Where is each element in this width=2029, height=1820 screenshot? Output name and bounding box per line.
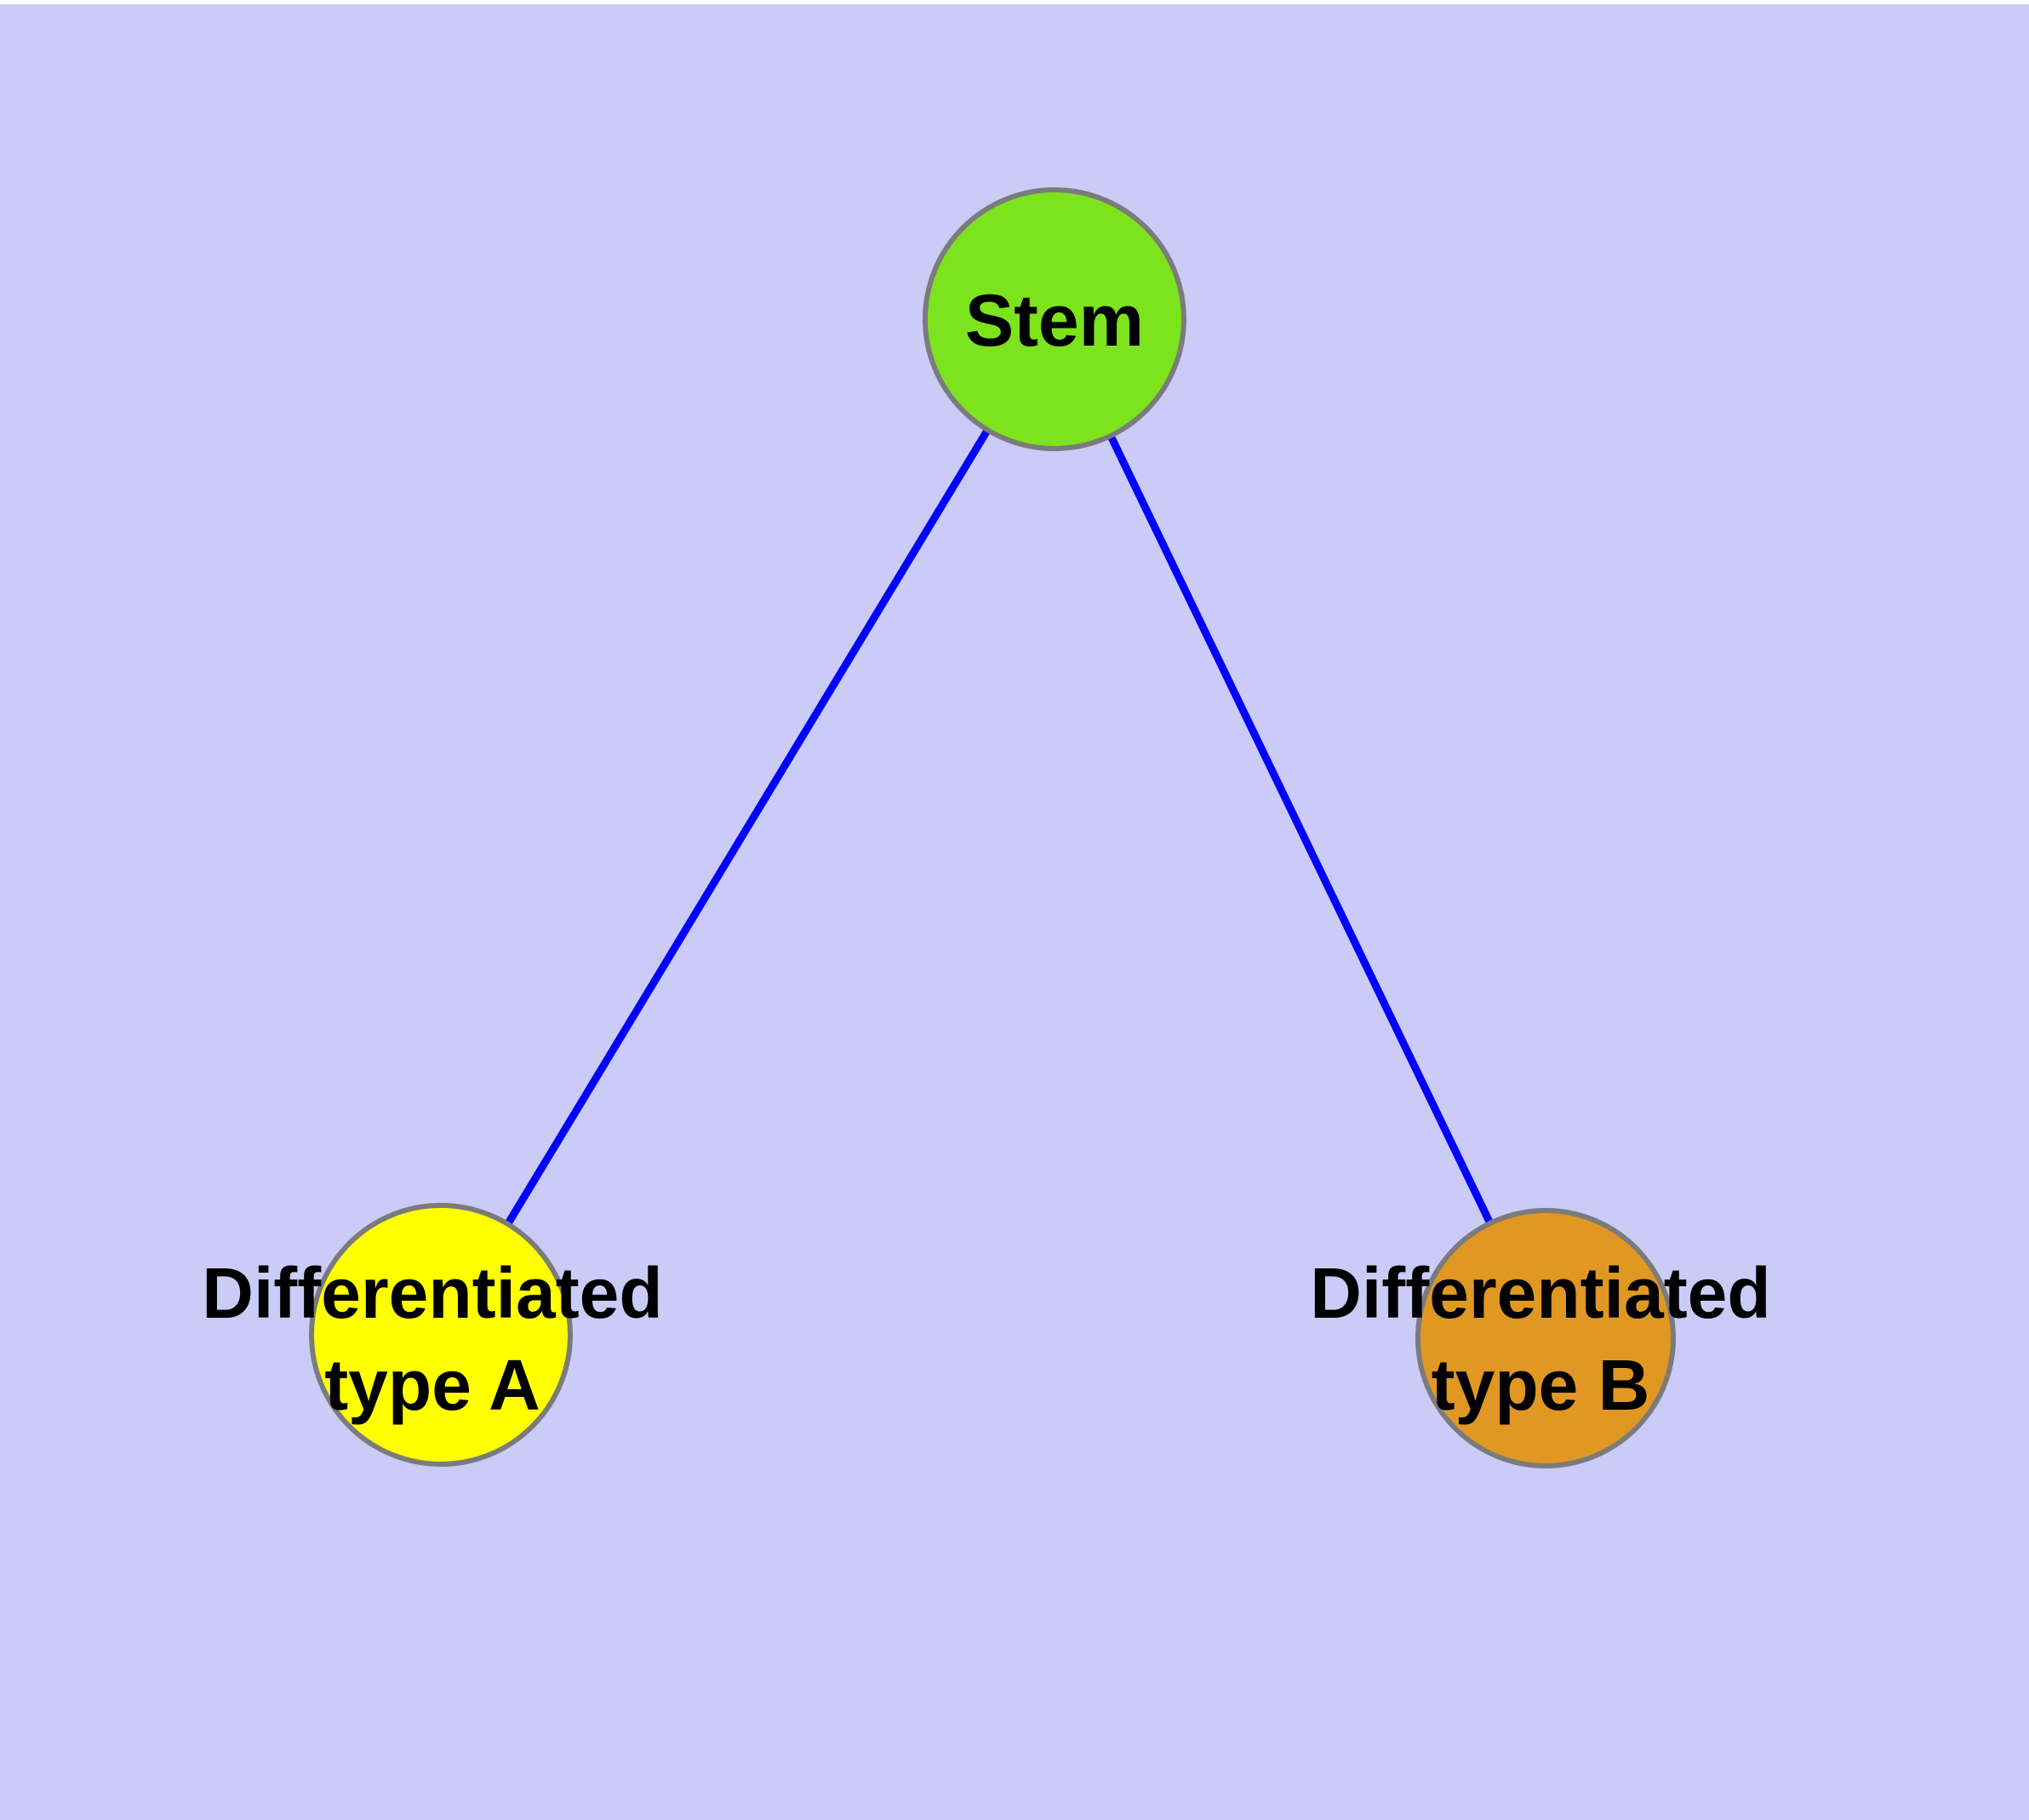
node-differentiated-type-b — [1415, 1208, 1676, 1468]
node-type-b-label-line2: type B — [1432, 1345, 1650, 1425]
edge-stem-to-type-a — [437, 317, 1058, 1337]
node-stem-label: Stem — [965, 280, 1144, 362]
node-stem — [923, 187, 1186, 451]
node-type-a-label-line2: type A — [324, 1345, 540, 1425]
node-type-b-label-line1: Differentiated — [1310, 1253, 1770, 1333]
node-differentiated-type-a — [309, 1203, 573, 1467]
node-type-a-label-line1: Differentiated — [202, 1253, 662, 1333]
edge-stem-to-type-b — [1050, 318, 1550, 1340]
